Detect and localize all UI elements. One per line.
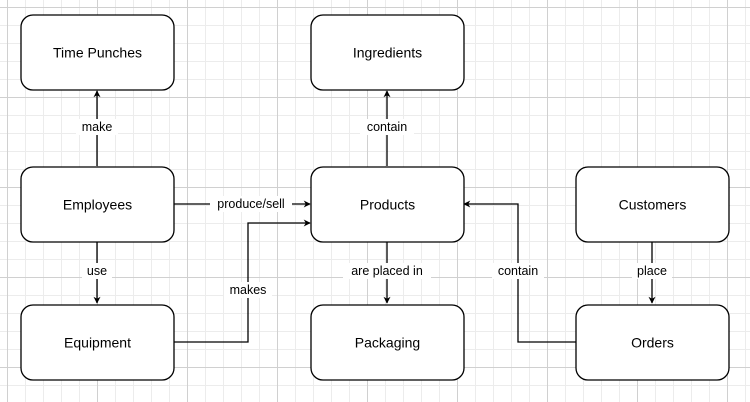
edge-label-contain-ingredients: contain xyxy=(367,120,407,134)
node-label-packaging: Packaging xyxy=(355,335,420,351)
node-label-customers: Customers xyxy=(619,197,687,213)
node-employees[interactable]: Employees xyxy=(20,166,175,243)
edge-label-are-placed-in: are placed in xyxy=(351,264,423,278)
node-products[interactable]: Products xyxy=(310,166,465,243)
edge-employees-products[interactable]: produce/sell xyxy=(174,196,311,212)
node-equipment[interactable]: Equipment xyxy=(20,304,175,381)
edge-label-makes: makes xyxy=(230,283,267,297)
edge-products-packaging[interactable]: are placed in xyxy=(343,242,431,304)
edge-label-place: place xyxy=(637,264,667,278)
edge-employees-equipment[interactable]: use xyxy=(82,242,112,304)
node-label-time-punches: Time Punches xyxy=(53,45,142,61)
node-label-employees: Employees xyxy=(63,197,132,213)
edge-products-ingredients[interactable]: contain xyxy=(360,90,414,166)
node-orders[interactable]: Orders xyxy=(575,304,730,381)
edge-customers-orders[interactable]: place xyxy=(632,242,672,304)
node-customers[interactable]: Customers xyxy=(575,166,730,243)
node-packaging[interactable]: Packaging xyxy=(310,304,465,381)
node-ingredients[interactable]: Ingredients xyxy=(310,14,465,91)
node-label-ingredients: Ingredients xyxy=(353,45,422,61)
node-label-products: Products xyxy=(360,197,415,213)
edge-label-make: make xyxy=(82,120,113,134)
edge-label-contain-orders: contain xyxy=(498,264,538,278)
edge-orders-products[interactable]: contain xyxy=(463,200,576,343)
edge-label-produce-sell: produce/sell xyxy=(217,197,284,211)
node-time-punches[interactable]: Time Punches xyxy=(20,14,175,91)
node-label-equipment: Equipment xyxy=(64,335,131,351)
edge-label-use: use xyxy=(87,264,107,278)
edge-equipment-products[interactable]: makes xyxy=(174,219,311,343)
edge-employees-time-punches[interactable]: make xyxy=(76,90,118,166)
node-label-orders: Orders xyxy=(631,335,674,351)
